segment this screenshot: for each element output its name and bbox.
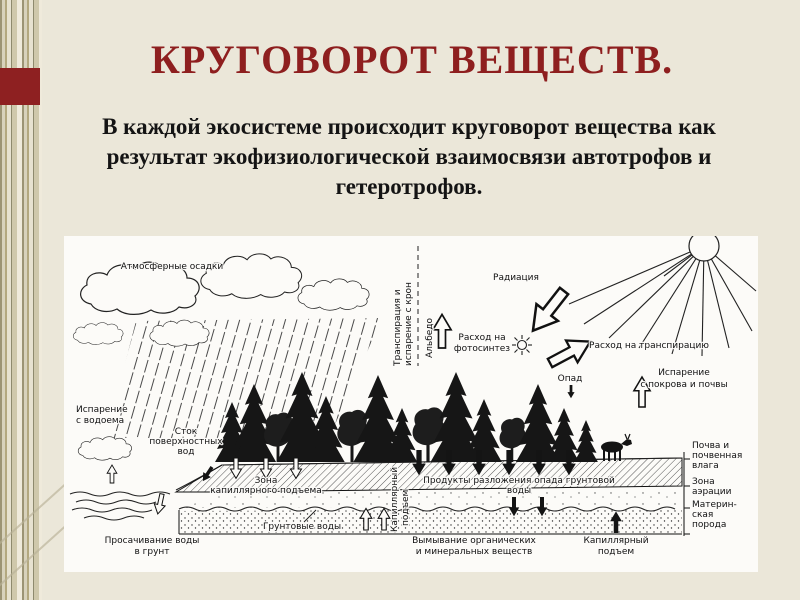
label-decomposition: воды xyxy=(507,486,531,496)
transpiration-cost-arrow xyxy=(543,329,598,376)
evaporation-cloud-icon xyxy=(77,436,132,461)
litterfall-arrow xyxy=(567,385,575,399)
label-runoff: вод xyxy=(177,447,194,457)
label-capillary-right: Капиллярный xyxy=(583,536,648,546)
label-soil-moisture: влага xyxy=(692,461,719,471)
label-transpiration-crowns: испарение с крон xyxy=(404,282,414,366)
label-capillary-zone: Зона xyxy=(255,476,278,486)
body-line: В каждой экосистеме происходит круговоро… xyxy=(102,114,716,139)
seepage-arrow xyxy=(151,492,168,516)
accent-bar xyxy=(0,68,40,105)
label-radiation: Радиация xyxy=(493,273,539,283)
label-albedo: Альбедо xyxy=(425,317,435,358)
label-decomposition: Продукты разложения опада грунтовой xyxy=(423,476,615,486)
slide-title: КРУГОВОРОТ ВЕЩЕСТВ. xyxy=(150,37,674,82)
label-evaporation-water: Испарение xyxy=(76,405,128,415)
body-line: результат экофизиологической взаимосвязи… xyxy=(106,144,712,169)
moose-icon xyxy=(601,433,632,461)
label-litterfall: Опад xyxy=(558,374,583,384)
sun-icon xyxy=(568,236,757,357)
ecosystem-cycle-diagram: Атмосферные осадки Транспирация и испаре… xyxy=(64,236,758,572)
soil-cross-section xyxy=(174,457,683,535)
label-soil-moisture: почвенная xyxy=(692,451,742,461)
diagram-svg: Атмосферные осадки Транспирация и испаре… xyxy=(69,236,757,558)
label-aeration-zone: аэрации xyxy=(692,487,732,497)
label-evaporation-cover: Испарение xyxy=(658,368,710,378)
label-runoff: Сток xyxy=(175,427,198,437)
albedo-up-arrow xyxy=(432,313,452,349)
photosynthesis-sun-icon xyxy=(512,335,532,355)
label-leaching: и минеральных веществ xyxy=(416,547,533,557)
label-photosynthesis: фотосинтез xyxy=(454,344,510,354)
radiation-arrow xyxy=(520,281,577,341)
label-photosynthesis: Расход на xyxy=(458,333,505,343)
slide-body: В каждой экосистеме происходит круговоро… xyxy=(40,112,778,202)
label-evaporation-cover: с покрова и почвы xyxy=(640,380,727,390)
label-groundwater: Грунтовые воды xyxy=(263,522,341,532)
label-capillary-mid: Капиллярный xyxy=(390,467,400,532)
label-transpiration-crowns: Транспирация и xyxy=(393,289,403,367)
label-seepage: Просачивание воды xyxy=(105,536,200,546)
label-capillary-zone: капиллярного подъема xyxy=(210,486,322,496)
label-capillary-right: подъем xyxy=(598,547,634,557)
label-parent-rock: ская xyxy=(692,510,713,520)
label-evaporation-water: с водоема xyxy=(76,416,124,426)
label-transpiration-cost: Расход на транспирацию xyxy=(589,341,709,351)
label-aeration-zone: Зона xyxy=(692,477,715,487)
label-runoff: поверхностных xyxy=(149,437,223,447)
label-parent-rock: порода xyxy=(692,520,726,530)
label-precipitation: Атмосферные осадки xyxy=(121,262,224,272)
label-capillary-mid: подъем xyxy=(401,490,411,526)
layer-scale-line xyxy=(683,452,690,536)
groundwater-leader xyxy=(303,509,317,523)
evaporation-water-arrow xyxy=(106,464,118,484)
label-leaching: Вымывание органических xyxy=(412,536,536,546)
label-seepage: в грунт xyxy=(134,547,169,557)
label-parent-rock: Материн- xyxy=(692,500,737,510)
body-line: гетеротрофов. xyxy=(335,174,483,199)
label-soil-moisture: Почва и xyxy=(692,441,729,451)
